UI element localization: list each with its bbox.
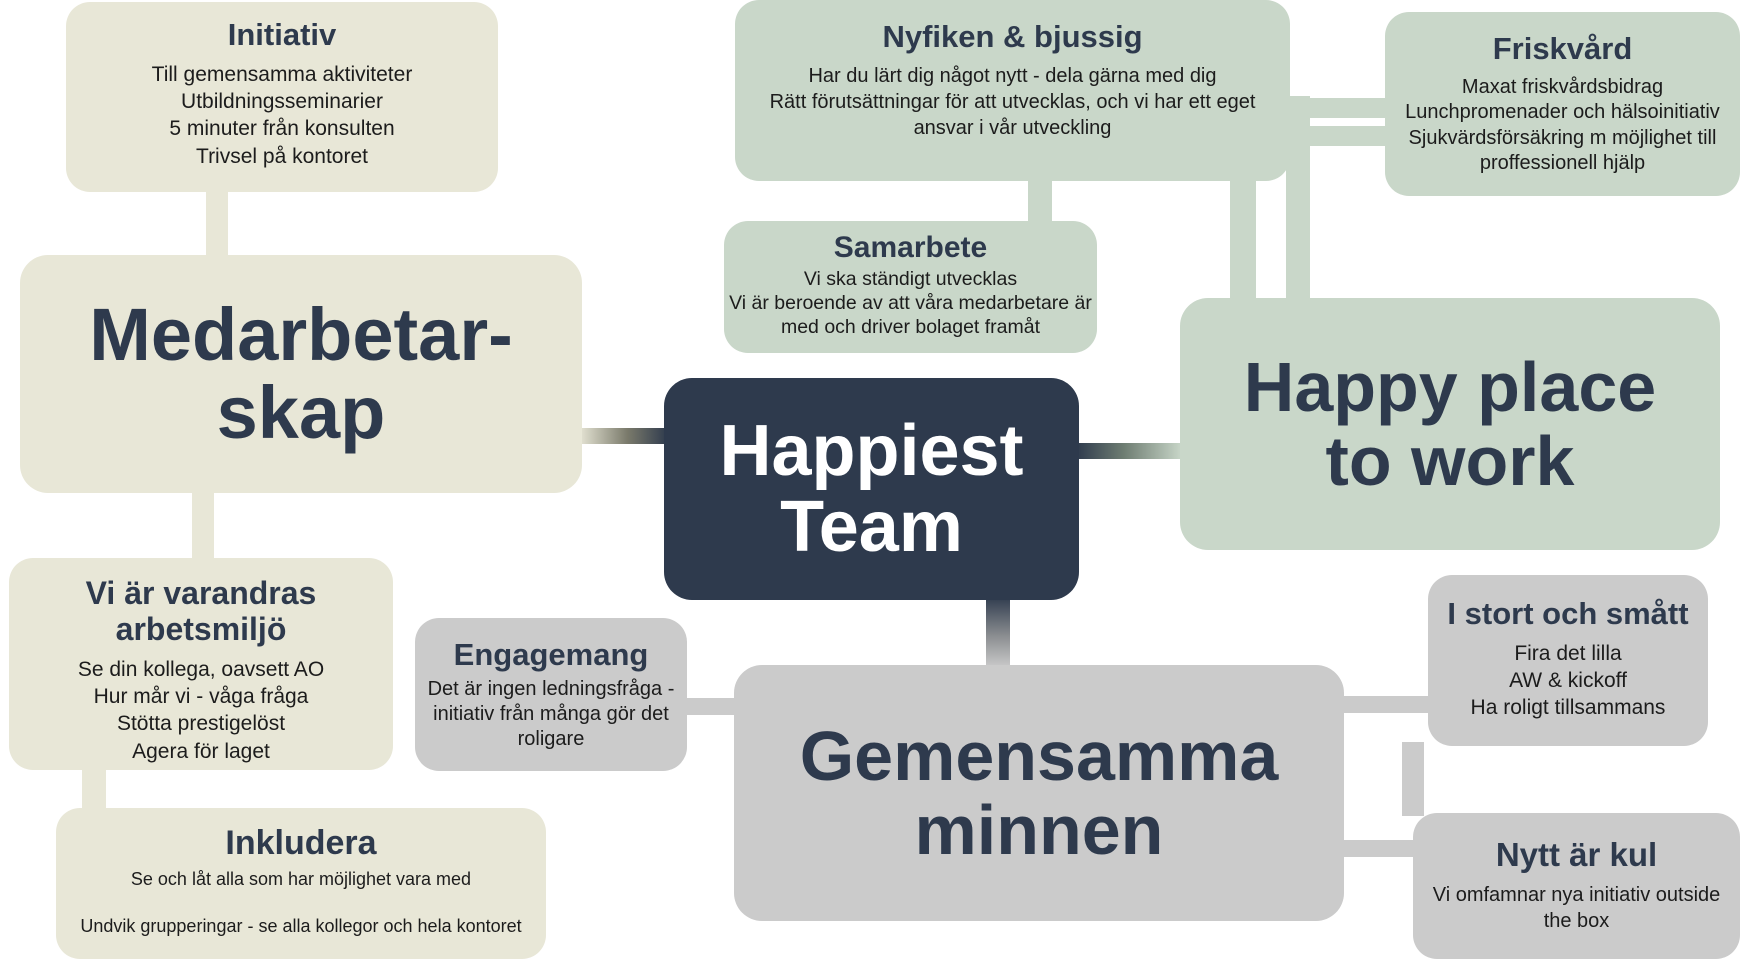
- connector-gemensamma-nytt: [1342, 840, 1416, 857]
- connector-medarbetarskap-viar: [192, 490, 214, 562]
- branch-title: Medarbetar- skap: [89, 292, 513, 454]
- node-nyfiken-bjussig[interactable]: Nyfiken & bjussig Har du lärt dig något …: [735, 0, 1290, 181]
- node-body: Vi omfamnar nya initiativ outside the bo…: [1432, 883, 1721, 932]
- connector-friskvard-horizontal-2: [1298, 126, 1388, 146]
- branch-title: Happy place to work: [1243, 347, 1657, 500]
- connector-medarbetarskap-center: [578, 428, 668, 444]
- node-body: Har du lärt dig något nytt - dela gärna …: [769, 64, 1256, 139]
- node-happy-place-to-work[interactable]: Happy place to work: [1180, 298, 1720, 550]
- node-body: Se din kollega, oavsett AO Hur mår vi - …: [77, 657, 325, 763]
- center-title: Happiest Team: [719, 410, 1024, 567]
- node-title: Inkludera: [225, 824, 377, 862]
- node-i-stort-och-smatt[interactable]: I stort och smått Fira det lilla AW & ki…: [1428, 575, 1708, 746]
- node-title: Nytt är kul: [1495, 836, 1658, 873]
- node-samarbete[interactable]: Samarbete Vi ska ständigt utvecklas Vi ä…: [724, 221, 1097, 353]
- node-body: Till gemensamma aktiviteter Utbildningss…: [151, 62, 413, 168]
- node-title: Friskvård: [1492, 31, 1633, 66]
- node-title: Samarbete: [833, 231, 988, 264]
- node-body: Det är ingen ledningsfråga - initiativ f…: [427, 677, 675, 751]
- connector-initiativ-medarbetarskap: [206, 188, 228, 258]
- node-engagemang[interactable]: Engagemang Det är ingen ledningsfråga - …: [415, 618, 687, 771]
- node-inkludera[interactable]: Inkludera Se och låt alla som har möjlig…: [56, 808, 546, 959]
- node-title: I stort och smått: [1447, 596, 1689, 631]
- node-title: Engagemang: [453, 637, 649, 672]
- node-initiativ[interactable]: Initiativ Till gemensamma aktiviteter Ut…: [66, 2, 498, 192]
- node-medarbetarskap[interactable]: Medarbetar- skap: [20, 255, 582, 493]
- node-title: Initiativ: [227, 17, 337, 52]
- node-happiest-team-center[interactable]: Happiest Team: [664, 378, 1079, 600]
- node-vi-ar-varandras-arbetsmiljo[interactable]: Vi är varandras arbetsmiljö Se din kolle…: [9, 558, 393, 770]
- connector-viar-inkludera: [82, 766, 106, 812]
- node-title: Vi är varandras arbetsmiljö: [85, 575, 317, 647]
- node-gemensamma-minnen[interactable]: Gemensamma minnen: [734, 665, 1344, 921]
- node-body: Vi ska ständigt utvecklas Vi är beroende…: [729, 267, 1092, 338]
- connector-center-gemensamma: [986, 596, 1010, 668]
- branch-title: Gemensamma minnen: [799, 716, 1279, 869]
- connector-gemensamma-istort: [1342, 696, 1430, 713]
- node-body: Fira det lilla AW & kickoff Ha roligt ti…: [1470, 641, 1666, 720]
- node-nytt-ar-kul[interactable]: Nytt är kul Vi omfamnar nya initiativ ou…: [1413, 813, 1740, 959]
- connector-nyfiken-samarbete: [1028, 178, 1052, 224]
- connector-nyfiken-happyplace: [1230, 178, 1256, 300]
- connector-friskvard-horizontal-1: [1298, 98, 1388, 118]
- connector-center-happyplace: [1076, 443, 1182, 459]
- node-body: Maxat friskvårdsbidrag Lunchpromenader o…: [1405, 75, 1720, 174]
- connector-istort-nytt: [1402, 742, 1424, 816]
- node-friskvard[interactable]: Friskvård Maxat friskvårdsbidrag Lunchpr…: [1385, 12, 1740, 196]
- connector-engagemang-gemensamma: [684, 698, 736, 715]
- node-title: Nyfiken & bjussig: [882, 19, 1143, 54]
- node-body: Se och låt alla som har möjlighet vara m…: [80, 869, 522, 936]
